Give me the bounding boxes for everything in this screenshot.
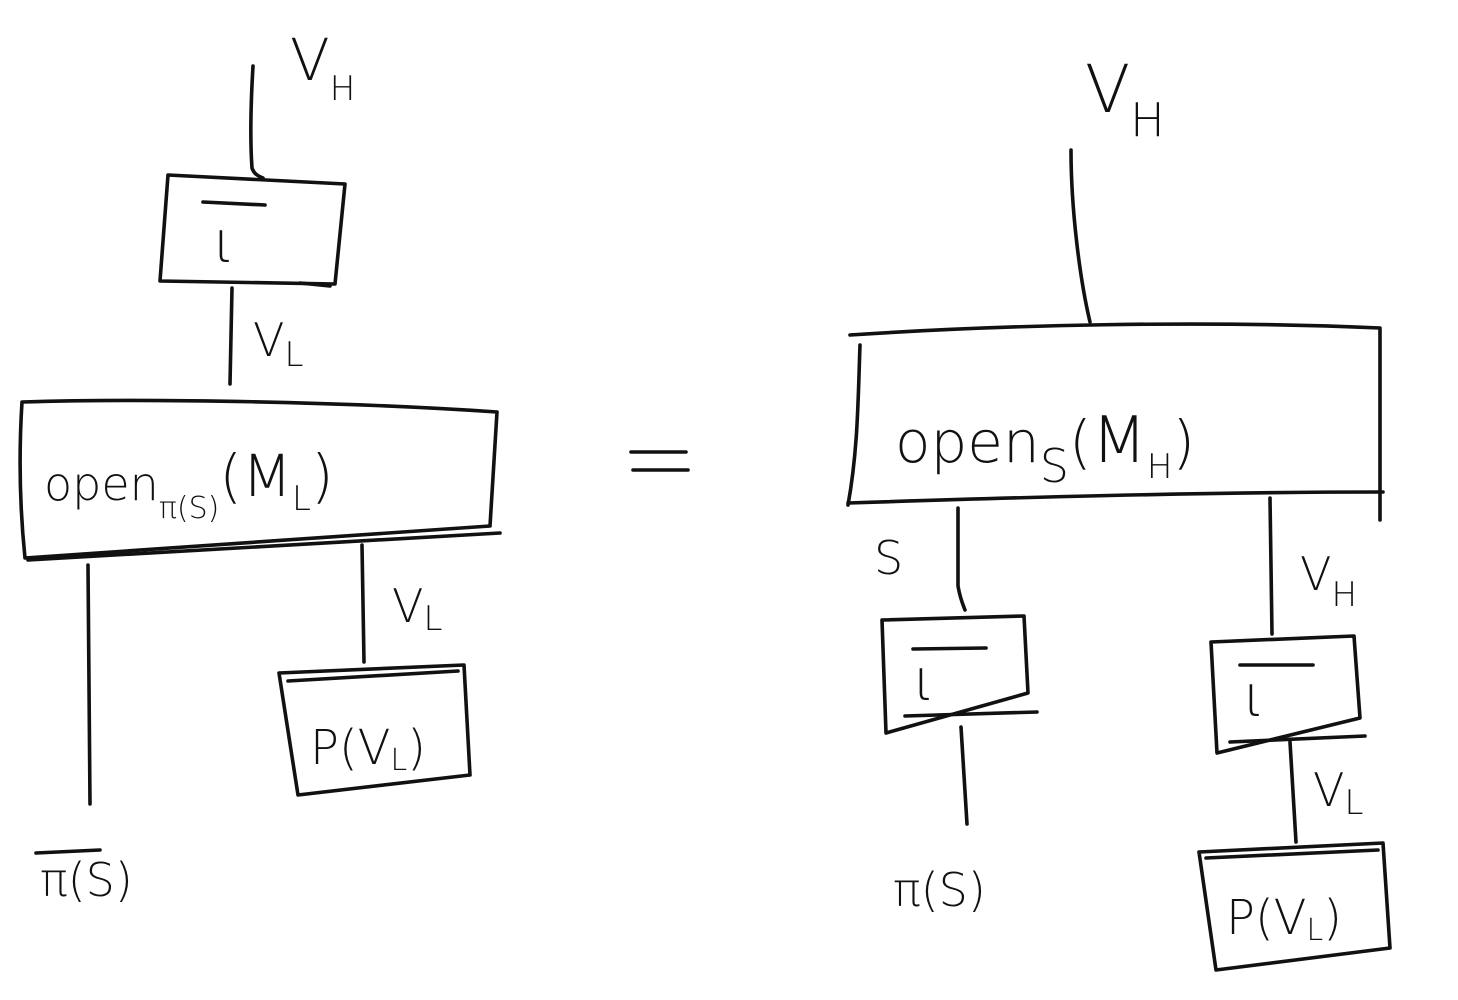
- left-top-wire: [249, 64, 265, 180]
- left-right-wire: [360, 543, 366, 664]
- left-middle-wire: [228, 286, 234, 386]
- left-bottom-wire: [86, 563, 92, 806]
- left-bottom-label-bar: [34, 848, 102, 855]
- right-left-iota-bar-box: ι: [880, 614, 1039, 735]
- left-prior-text: P(VL): [310, 720, 426, 778]
- right-right-iota-text: ι: [1243, 662, 1265, 730]
- right-top-wire: [1069, 148, 1092, 324]
- left-prior-box: P(VL): [277, 663, 472, 797]
- equals-sign: =: [629, 450, 690, 472]
- right-right-lower-wire: [1288, 740, 1298, 844]
- right-open-text: openS(MH): [895, 404, 1195, 493]
- right-right-wire: [1268, 496, 1274, 636]
- left-top-wire-label: VH: [290, 26, 355, 109]
- iota-overline: [911, 646, 988, 651]
- left-open-box: openπ(S)(ML): [18, 398, 502, 562]
- left-bottom-label: π(S): [40, 853, 133, 907]
- right-prior-text: P(VL): [1226, 890, 1342, 948]
- right-right-iota-bar-box: ι: [1209, 634, 1367, 755]
- left-diagram: VH ι VL openπ(S)(ML) π(S) VL: [18, 26, 502, 907]
- left-iota-text: ι: [213, 208, 235, 276]
- right-lower-wire-label: VL: [1313, 763, 1363, 823]
- iota-overline: [201, 200, 267, 207]
- left-middle-wire-label: VL: [253, 313, 303, 375]
- left-right-wire-label: VL: [392, 579, 442, 639]
- right-right-wire-label: VH: [1300, 547, 1357, 615]
- right-left-wire-label: S: [874, 531, 903, 585]
- left-iota-bar-box: ι: [158, 173, 347, 288]
- right-left-iota-text: ι: [913, 646, 935, 714]
- left-open-text: openπ(S)(ML): [44, 442, 334, 526]
- right-diagram: VH openS(MH) S ι π(S) VH: [846, 51, 1392, 972]
- right-left-lower-wire: [959, 725, 969, 826]
- right-top-wire-label: VH: [1085, 51, 1165, 147]
- right-prior-box: P(VL): [1197, 841, 1392, 972]
- right-left-wire: [956, 506, 967, 612]
- right-bottom-left-label: π(S): [893, 863, 986, 917]
- right-open-box: openS(MH): [846, 322, 1385, 522]
